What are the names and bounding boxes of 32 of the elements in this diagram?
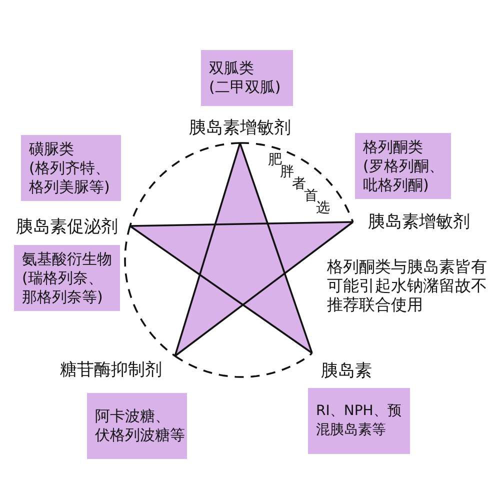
card-heading: 格列酮类 (363, 138, 424, 156)
card-text: (瑞格列奈、那格列奈等) (22, 268, 104, 306)
card-text: (罗格列酮、吡格列酮) (363, 156, 445, 194)
info-card (201, 50, 293, 106)
edge-label: 肥胖者首选 (268, 154, 330, 214)
star-line (239, 142, 313, 354)
arc-connector (174, 352, 313, 378)
info-card (21, 135, 121, 201)
card-text: RI、NPH、预混胰岛素等 (316, 402, 402, 440)
card-heading: 氨基酸衍生物 (22, 250, 113, 268)
arc-connector (124, 226, 176, 357)
category-label: 胰岛素促泌剂 (16, 217, 118, 237)
arc-connector (129, 142, 240, 226)
note-text: 格列酮类与胰岛素皆有可能引起水钠潴留故不推荐联合使用 (327, 257, 488, 314)
card-heading: 双胍类 (209, 59, 255, 78)
card-text: (格列齐特、格列美脲等) (29, 158, 111, 196)
category-label: 糖苷酶抑制剂 (60, 360, 162, 380)
info-card (14, 245, 120, 311)
star-line (130, 221, 354, 227)
card-heading: 磺脲类 (29, 140, 75, 158)
card-text: (二甲双胍) (209, 78, 282, 97)
category-label: 胰岛素 (321, 361, 372, 381)
info-card (355, 133, 451, 199)
info-card (308, 388, 410, 454)
category-label: 胰岛素增敏剂 (189, 118, 291, 138)
category-label: 胰岛素增敏剂 (368, 212, 470, 232)
info-card (87, 393, 187, 459)
arc-connector (240, 142, 354, 222)
star-line (174, 221, 354, 357)
card-text: 阿卡波糖、伏格列波糖等 (95, 407, 182, 445)
star-line (174, 142, 241, 356)
star-line (129, 225, 313, 354)
